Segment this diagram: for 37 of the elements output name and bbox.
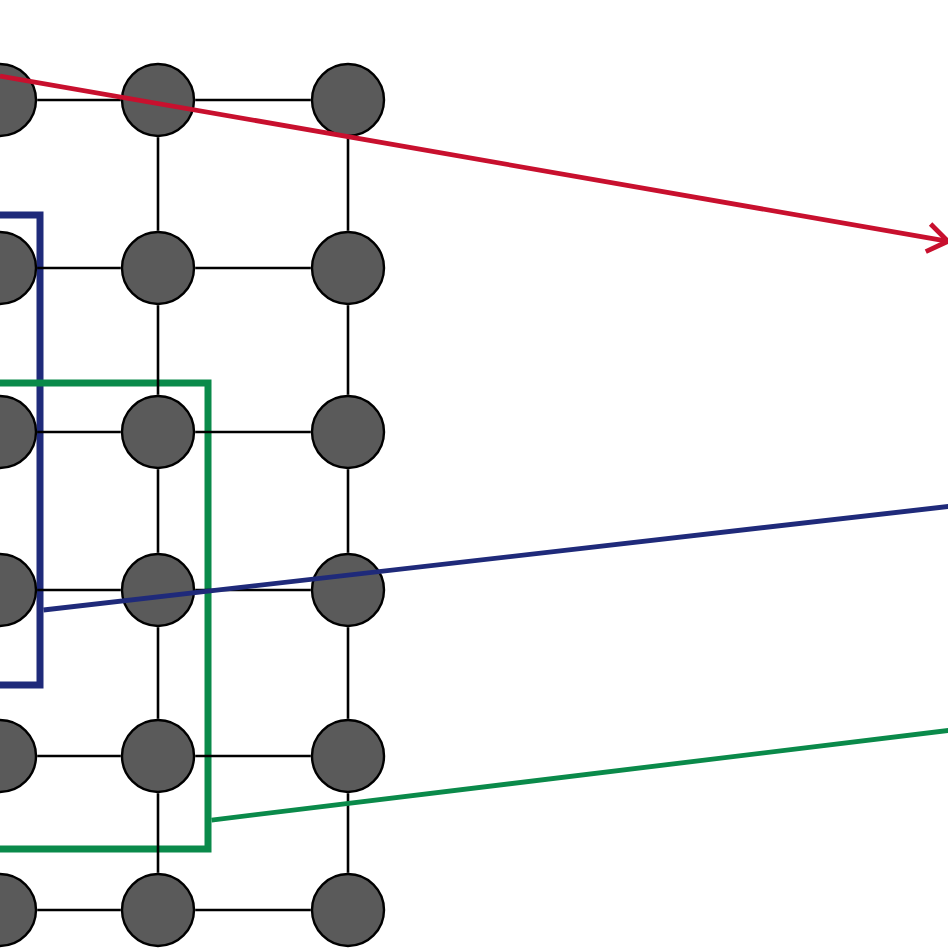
grid-line <box>156 627 160 719</box>
grid-circle <box>0 872 38 948</box>
grid-line <box>156 793 160 873</box>
grid-line <box>156 305 160 395</box>
grid-circle <box>120 230 196 306</box>
grid-circle <box>310 872 386 948</box>
connector-line <box>211 727 948 823</box>
grid-line <box>195 266 311 270</box>
grid-line <box>195 430 311 434</box>
grid-line <box>346 469 350 553</box>
grid-line <box>37 98 121 102</box>
grid-line <box>195 98 311 102</box>
grid-circle <box>310 718 386 794</box>
grid-line <box>37 266 121 270</box>
grid-circle <box>310 230 386 306</box>
grid-circle <box>120 718 196 794</box>
grid-circle <box>120 552 196 628</box>
grid-line <box>37 908 121 912</box>
grid-line <box>37 754 121 758</box>
grid-line <box>37 588 121 592</box>
arrow <box>0 73 948 254</box>
connector-line <box>43 503 948 613</box>
grid-line <box>195 908 311 912</box>
grid-line <box>346 305 350 395</box>
grid-circle <box>120 872 196 948</box>
grid-line <box>346 137 350 231</box>
grid-line <box>156 469 160 553</box>
grid-circle <box>120 62 196 138</box>
grid-circle <box>310 394 386 470</box>
grid-line <box>195 754 311 758</box>
grid-line <box>156 137 160 231</box>
grid-circle <box>120 394 196 470</box>
grid-circle <box>310 62 386 138</box>
grid-line <box>37 430 121 434</box>
grid-line <box>346 627 350 719</box>
grid-circle <box>310 552 386 628</box>
grid-line <box>346 793 350 873</box>
